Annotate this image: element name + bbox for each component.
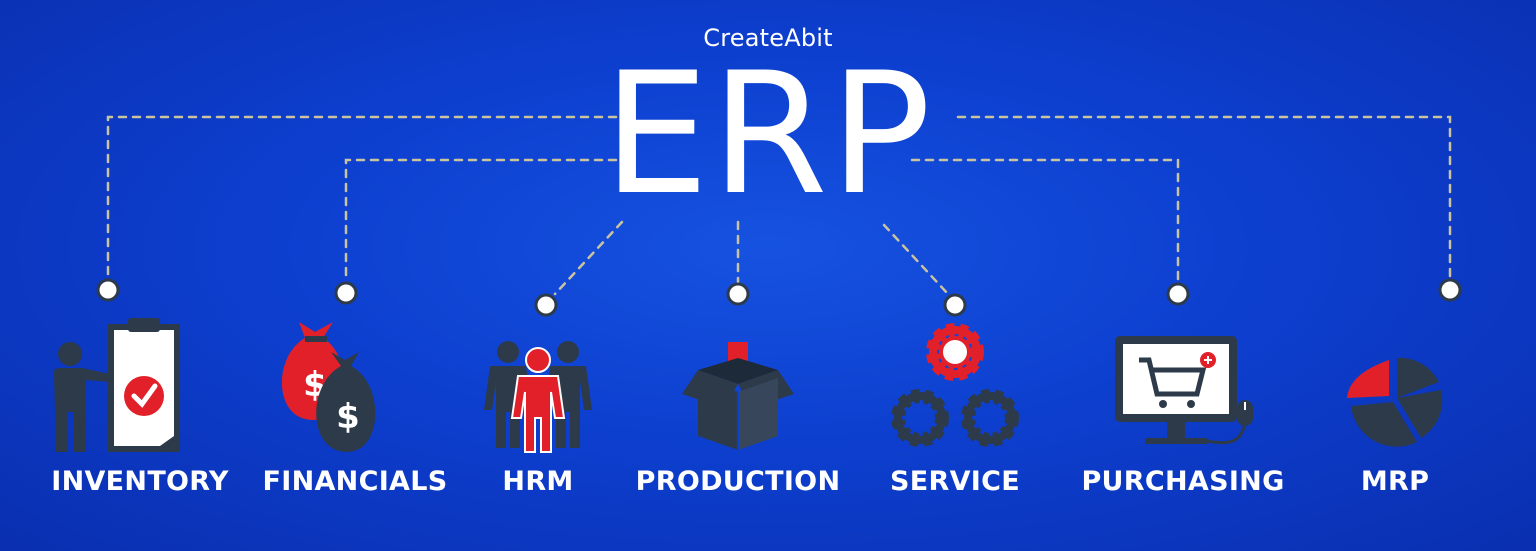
connector-service: [882, 223, 950, 296]
page-title: ERP: [602, 36, 934, 232]
module-service: [855, 300, 1055, 460]
label-hrm: HRM: [502, 466, 574, 497]
pie-chart-icon: [1347, 357, 1443, 447]
node-hrm: [534, 293, 558, 317]
module-financials: $ $: [255, 300, 455, 460]
label-mrp: MRP: [1360, 466, 1430, 497]
people-group-icon: [484, 341, 592, 453]
connector-mrp: [956, 115, 1452, 280]
label-purchasing: PURCHASING: [1081, 466, 1285, 497]
label-production: PRODUCTION: [635, 466, 841, 497]
connector-inventory: [106, 115, 632, 280]
label-financials: FINANCIALS: [262, 466, 448, 497]
node-service: [943, 293, 967, 317]
gears-icon: [891, 323, 1019, 447]
open-box-icon: [682, 342, 794, 450]
module-hrm: [438, 300, 638, 460]
node-financials: [334, 281, 358, 305]
node-purchasing: [1166, 282, 1190, 306]
node-production: [726, 282, 750, 306]
node-mrp: [1438, 278, 1462, 302]
node-inventory: [96, 278, 120, 302]
label-inventory: INVENTORY: [51, 466, 229, 497]
svg-text:$: $: [336, 397, 360, 437]
connector-purchasing: [910, 158, 1180, 284]
shopping-cart-monitor-icon: [1115, 336, 1253, 445]
connector-hrm: [553, 220, 624, 296]
module-purchasing: [1083, 300, 1283, 460]
module-inventory: [40, 300, 240, 460]
module-production: [638, 300, 838, 460]
label-service: SERVICE: [890, 466, 1020, 497]
module-mrp: [1295, 300, 1495, 460]
connector-financials: [344, 158, 632, 282]
inventory-clipboard-icon: [54, 318, 180, 452]
brand-name: CreateAbit: [703, 24, 833, 52]
money-bags-icon: $ $: [281, 322, 376, 452]
